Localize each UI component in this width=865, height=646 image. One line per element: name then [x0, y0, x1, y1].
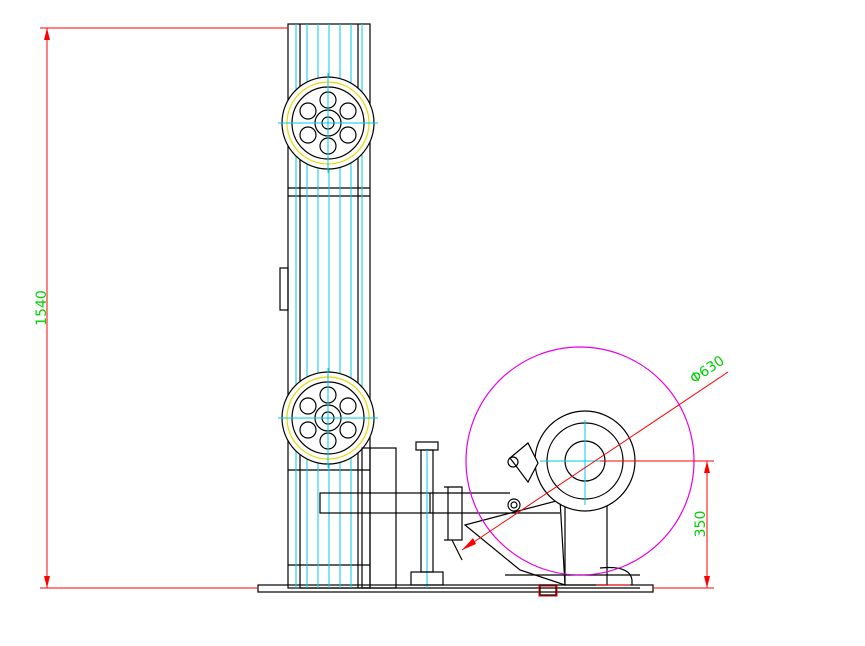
lower-guide-wheel: [278, 368, 378, 468]
guide-post: [410, 441, 463, 588]
dimension-text-axis-height: 350: [693, 511, 709, 538]
dimension-text-reel-diameter: Φ630: [687, 353, 727, 387]
reel-support: [463, 469, 640, 597]
drum-reel: [465, 346, 695, 576]
dimension-text-overall-height: 1540: [34, 290, 50, 326]
dimension-overall-height: 1540: [34, 27, 288, 589]
upper-guide-wheel: [278, 73, 378, 173]
dimension-axis-height: 350: [600, 460, 714, 589]
side-housing: [361, 447, 397, 589]
